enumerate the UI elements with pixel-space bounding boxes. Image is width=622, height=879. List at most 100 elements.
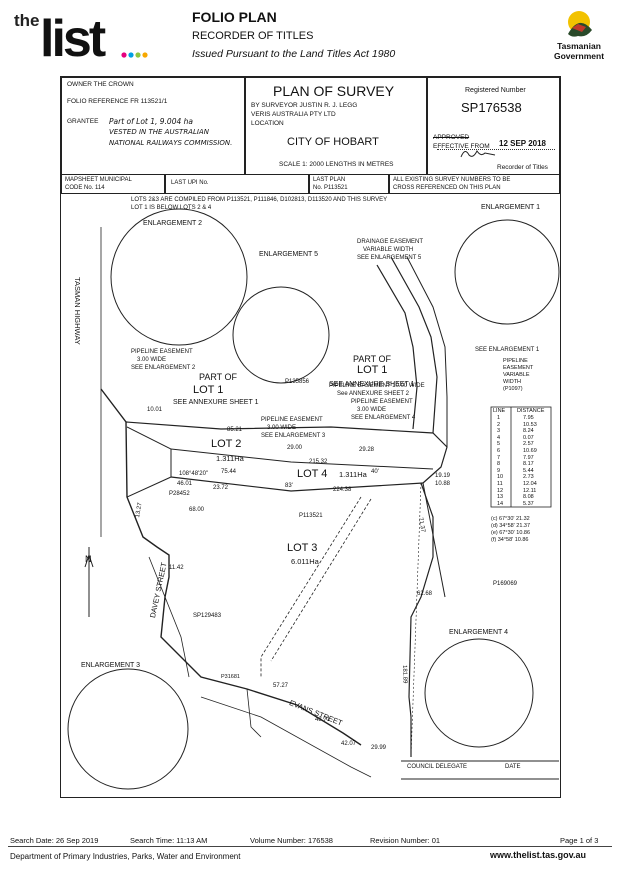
pipeline-easement-10b — [270, 498, 372, 662]
dim-4871: 48.71 — [315, 717, 331, 723]
dim-1088: 10.88 — [435, 481, 451, 487]
plan-p31681: P31681 — [221, 674, 240, 680]
line-table-line: 13 — [497, 494, 504, 501]
pipeline-10-line-2: See ANNEXURE SHEET 2 — [337, 391, 409, 397]
scale: SCALE 1: 2000 LENGTHS IN METRES — [279, 161, 394, 168]
survey-drawing — [67, 208, 560, 790]
lot2-north-boundary — [125, 421, 448, 484]
pipeline-variable — [410, 482, 422, 758]
line-table-distance: 10.53 — [523, 421, 537, 428]
pipeline-easement-10 — [260, 496, 362, 677]
enlargement-3-label: ENLARGEMENT 3 — [81, 662, 140, 669]
signature-icon — [460, 150, 496, 158]
council-delegate: COUNCIL DELEGATE — [407, 764, 468, 770]
drainage-line-2: VARIABLE WIDTH — [363, 247, 414, 253]
page-title: FOLIO PLAN — [192, 9, 277, 25]
enlargement-2-label: ENLARGEMENT 2 — [143, 220, 202, 227]
mapsheet-line-1: MAPSHEET MUNICIPAL — [65, 177, 132, 183]
last-plan-line-1: LAST PLAN — [313, 177, 346, 183]
dim-1919: 19.19 — [435, 473, 451, 479]
davey-street-line — [148, 556, 190, 678]
plan-p135856: P135856 — [285, 379, 310, 385]
arc-row: (f) 34°58' 10.86 — [491, 537, 529, 543]
owner: OWNER THE CROWN — [67, 81, 134, 88]
issued-note: Issued Pursuant to the Land Titles Act 1… — [192, 48, 396, 60]
delegate-date: DATE — [505, 764, 521, 770]
pipeline-3b-line-3: SEE ENLARGEMENT 4 — [351, 415, 416, 421]
grantee-label: GRANTEE — [67, 118, 99, 125]
enlargement-4-circle — [424, 638, 534, 748]
page-subtitle: RECORDER OF TITLES — [192, 30, 314, 42]
lot1-part-boundary — [126, 426, 172, 498]
pipeline-3a-line-1: PIPELINE EASEMENT — [261, 417, 323, 423]
pipeline-var-1: PIPELINE — [503, 358, 528, 364]
dim-2999: 29.99 — [371, 745, 387, 751]
line-table-distance: 12.11 — [523, 487, 537, 494]
gov-logo-line1: Tasmanian — [557, 41, 601, 51]
part-of-lot1-label-a: PART OF — [353, 354, 392, 364]
line-table-distance: 8.08 — [523, 494, 534, 501]
enlargement-5-circle — [232, 286, 330, 384]
dim-18189: 181.89 — [401, 665, 408, 684]
line-table-line: 5 — [497, 441, 501, 448]
pipeline-var-2: EASEMENT — [503, 365, 534, 371]
folio-reference: FOLIO REFERENCE FR 113521/1 — [67, 98, 168, 105]
grantee-line-1: Part of Lot 1, 9.004 ha — [109, 117, 193, 126]
pipeline-var-3: VARIABLE — [503, 372, 530, 378]
line-table-distance: 12.04 — [523, 481, 537, 487]
search-time: Search Time: 11:13 AM — [130, 836, 208, 845]
plan-p113521: P113521 — [299, 513, 323, 519]
line-table-line: 14 — [497, 500, 504, 507]
line-table-line: 1 — [497, 415, 501, 421]
mapsheet-cell — [61, 174, 165, 194]
approved-label: APPROVED — [433, 134, 470, 141]
line-table-distance: 8.17 — [523, 461, 534, 468]
reg-label: Registered Number — [465, 87, 526, 94]
arc-row: (c) 67°30' 21.32 — [491, 516, 530, 522]
plan-p169069: P169069 — [493, 581, 518, 587]
recorder-label: Recorder of Titles — [497, 164, 548, 171]
tasman-highway-label: TASMAN HIGHWAY — [73, 277, 82, 345]
dim-2372: 23.72 — [213, 485, 229, 491]
line-table-distance: 10.69 — [523, 448, 537, 454]
last-upi: LAST UPI No. — [171, 180, 209, 186]
plan-of-survey: OWNER THE CROWN FOLIO REFERENCE FR 11352… — [60, 76, 561, 798]
pipeline-3a-line-3: SEE ENLARGEMENT 3 — [261, 433, 326, 439]
compiled-note-1: LOTS 2&3 ARE COMPILED FROM P113521, P111… — [131, 197, 388, 203]
arc-row: (e) 67°30' 10.86 — [491, 530, 531, 536]
line-table-distance: 8.24 — [523, 428, 534, 435]
mapsheet-line-2: CODE No. 114 — [65, 185, 105, 191]
last-upi-cell — [165, 174, 309, 194]
cross-ref-cell — [389, 174, 560, 194]
enlargement-1-circle — [454, 219, 560, 325]
enlargement-5-label: ENLARGEMENT 5 — [259, 251, 318, 258]
line-table-line: 12 — [497, 487, 504, 494]
lot4-area: 1.311Ha — [339, 470, 367, 479]
website-link[interactable]: www.thelist.tas.gov.au — [490, 850, 587, 860]
line-table-line: 2 — [497, 421, 501, 428]
gov-logo-line2: Government — [553, 51, 605, 61]
pipeline-3c-line-2: 3.00 WIDE — [137, 357, 167, 363]
part-of-lot1-label-b: PART OF — [199, 372, 238, 382]
plan-p28452: P28452 — [169, 491, 190, 497]
dim-40: 40' — [371, 469, 379, 475]
line-table-line: 8 — [497, 461, 501, 468]
line-table-distance: 5.44 — [523, 467, 534, 474]
arc-row: (d) 34°58' 21.37 — [491, 523, 531, 529]
line-table-distance: 2.57 — [523, 441, 534, 448]
line-table-line: 6 — [497, 448, 501, 454]
pipeline-10-line-1: PIPELINE EASEMENT 10.00 WIDE — [329, 383, 425, 389]
line-table-line: 7 — [497, 454, 501, 461]
effective-label: EFFECTIVE FROM — [433, 143, 490, 150]
line-table-distance: 0.07 — [523, 434, 534, 441]
see-annexure-1a: SEE ANNEXURE SHEET 1 — [329, 381, 415, 388]
plan-title: PLAN OF SURVEY — [273, 83, 395, 99]
dim-7544: 75.44 — [221, 469, 237, 475]
lot4-label: LOT 4 — [297, 468, 328, 480]
see-annexure-1b: SEE ANNEXURE SHEET 1 — [173, 399, 259, 406]
line-table-header-distance: DISTANCE — [517, 408, 545, 414]
line-table-line: 11 — [497, 481, 503, 487]
line-table-distance: 5.37 — [523, 500, 534, 507]
grantee-line-3: NATIONAL RAILWAYS COMMISSION. — [109, 139, 233, 147]
pipeline-3a-line-2: 3.00 WIDE — [267, 425, 297, 431]
